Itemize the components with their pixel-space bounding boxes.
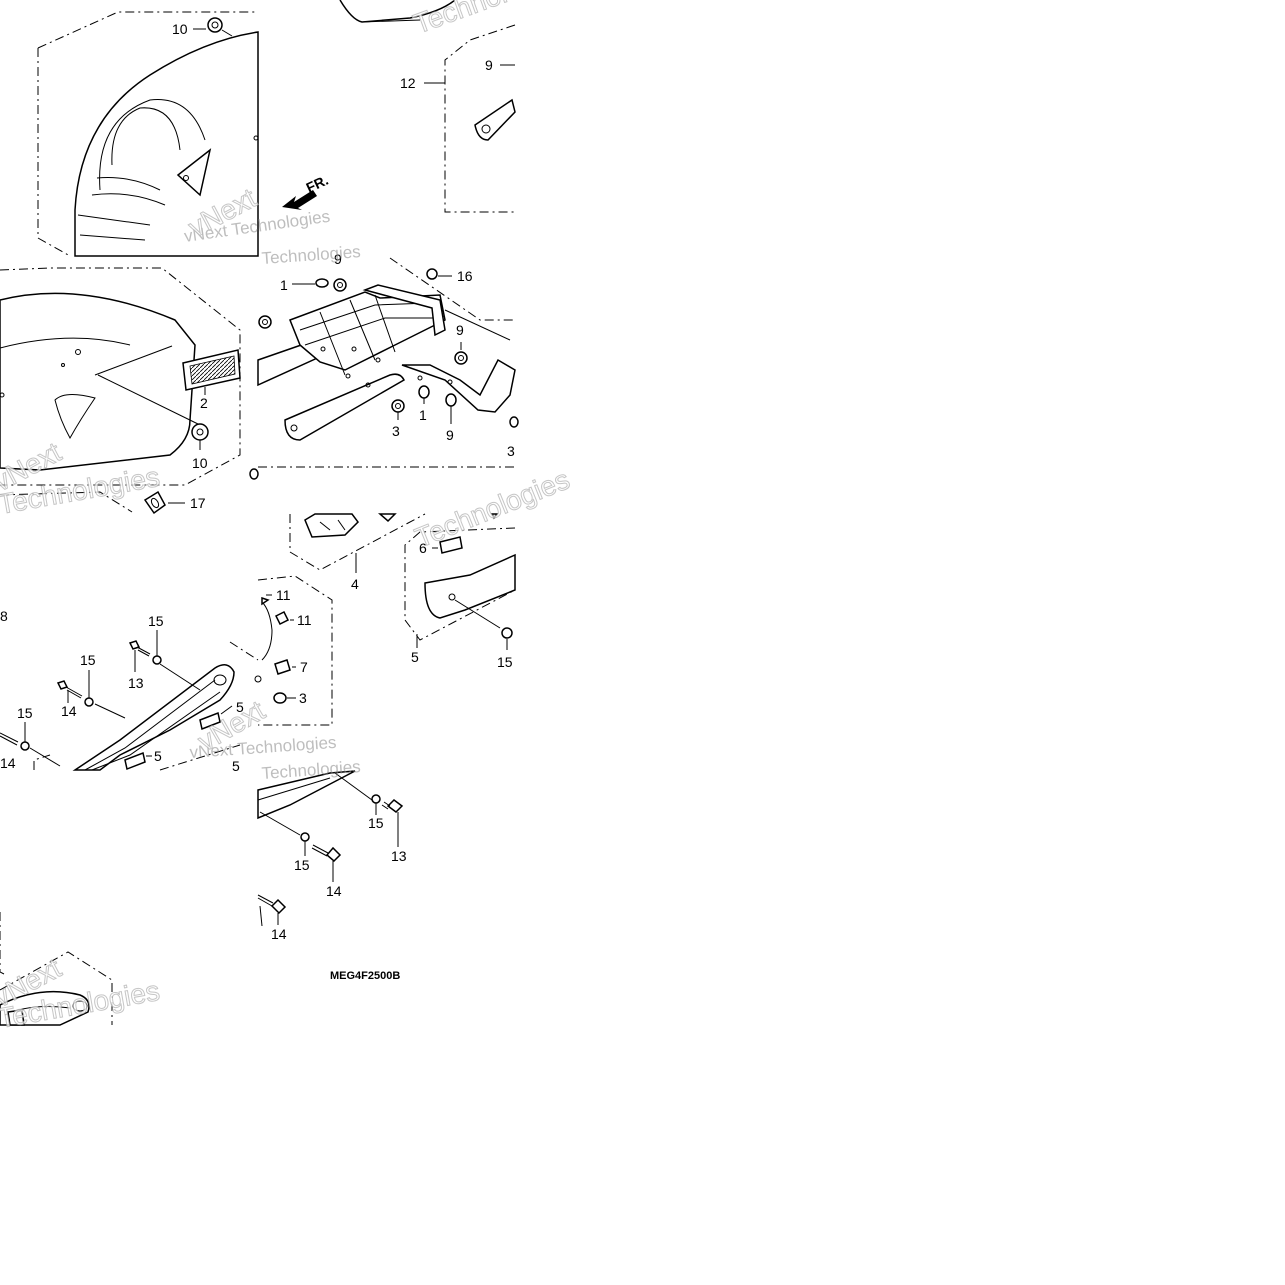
callout-11: 11 xyxy=(297,612,312,628)
callout-15: 15 xyxy=(368,815,384,831)
callout-15: 15 xyxy=(17,705,33,721)
callout-3: 3 xyxy=(507,443,515,459)
bolt-icon xyxy=(381,799,404,813)
callout-10: 10 xyxy=(192,455,208,471)
callout-9: 3 xyxy=(392,423,400,439)
watermark-text: Technologies xyxy=(261,242,361,268)
callout-14: 14 xyxy=(326,883,342,899)
callout-1: 1 xyxy=(419,407,427,423)
watermark-text: Technologies xyxy=(261,757,361,783)
watermark-outline: Technologies xyxy=(409,0,573,40)
callout-8: 8 xyxy=(0,608,8,624)
callout-12: 12 xyxy=(400,75,416,91)
callout-2: 2 xyxy=(200,395,208,411)
direction-label: FR. xyxy=(304,172,331,196)
callout-5: 5 xyxy=(154,748,162,764)
callout-5: 5 xyxy=(232,758,240,774)
bolt-icon xyxy=(257,894,287,915)
callout-5: 6 xyxy=(419,540,427,556)
callout-15: 15 xyxy=(148,613,164,629)
tile-lower-bolts: Technologies 15 13 15 14 14 MEG4F2500B xyxy=(257,757,407,982)
callout-5: 5 xyxy=(236,699,244,715)
front-arrow-icon: FR. xyxy=(282,172,331,210)
bolt-icon xyxy=(128,640,151,657)
watermark-outline: Technologies xyxy=(411,464,574,554)
callout-9: 9 xyxy=(456,322,464,338)
callout-15: 15 xyxy=(80,652,96,668)
callout-16: 16 xyxy=(457,268,473,284)
callout-9: 9 xyxy=(334,251,342,267)
callout-14: 14 xyxy=(271,926,287,942)
callout-11: 11 xyxy=(276,587,291,603)
callout-3: 3 xyxy=(299,690,307,706)
tile-brackets-cover: 4 11 11 7 3 5 6 15 5 Technologies xyxy=(232,463,574,774)
callout-4: 4 xyxy=(351,576,359,592)
callout-15: 15 xyxy=(294,857,310,873)
tile-lower-left: vNext Technologies xyxy=(0,912,163,1034)
callout-3: 9 xyxy=(446,427,454,443)
tile-rear-fender-top: 10 vNext Technologies vNext xyxy=(37,11,331,257)
callout-17: 17 xyxy=(190,495,206,511)
callout-10: 10 xyxy=(172,21,188,37)
drawing-code: MEG4F2500B xyxy=(330,970,400,982)
callout-13: 13 xyxy=(391,848,407,864)
callout-14: 14 xyxy=(0,755,16,771)
callout-9: 9 xyxy=(485,57,493,73)
callout-1: 1 xyxy=(280,277,288,293)
tile-rear-fender-bottom: 2 10 17 vNext Technologies xyxy=(0,267,241,520)
tile-seat-bracket: Technologies 12 9 FR. xyxy=(282,0,574,213)
tile-frame-rack: 1 9 Technologies 16 9 1 3 9 3 xyxy=(249,242,519,480)
callout-15: 15 xyxy=(497,654,513,670)
bolt-icon xyxy=(311,844,342,863)
tile-side-rail: 8 5 5 15 13 15 14 15 xyxy=(0,608,337,771)
callout-14: 14 xyxy=(61,703,77,719)
callout-7: 7 xyxy=(300,659,308,675)
callout-6: 5 xyxy=(411,649,419,665)
callout-13: 13 xyxy=(128,675,144,691)
bolt-icon xyxy=(56,680,83,699)
